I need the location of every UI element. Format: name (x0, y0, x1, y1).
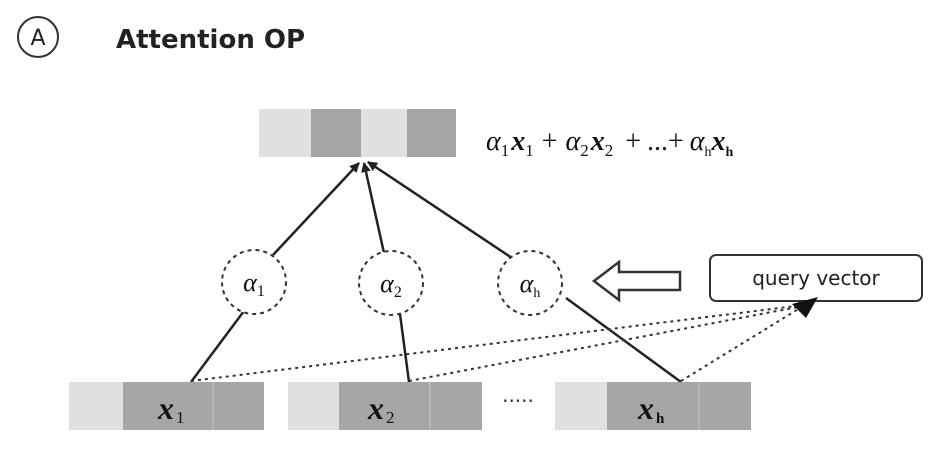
output-formula: α1x1+α2x2+...+αhxh (486, 126, 734, 160)
formula-sub: 1 (501, 141, 510, 160)
attention-weights: α1 α2 αh (221, 249, 563, 316)
query-arrowhead-icon (792, 297, 818, 318)
alphah-to-output-arrow (367, 160, 513, 260)
input-cell (607, 382, 699, 430)
alpha2-node (358, 250, 424, 316)
x-symbol: x (157, 390, 174, 426)
alpha-sub: 1 (257, 283, 265, 300)
panel-letter: A (30, 26, 45, 51)
output-vector (259, 109, 456, 157)
x-sub: 1 (176, 408, 185, 427)
formula-alpha: α (566, 126, 582, 157)
formula-plus: + (625, 126, 641, 157)
input-cell (430, 382, 482, 430)
alpha1-label: α1 (243, 268, 265, 300)
inputh-to-query-line (680, 307, 801, 382)
alpha-symbol: α (380, 269, 395, 298)
input2-to-alpha2-line (398, 313, 411, 383)
alpha-symbol: α (243, 268, 258, 297)
input-cell (213, 382, 264, 430)
panel-title: Attention OP (116, 25, 305, 55)
query-hollow-arrow-icon (591, 259, 682, 303)
output-cell (311, 109, 361, 157)
input-ellipsis: ····· (502, 389, 534, 413)
formula-x: x (590, 126, 605, 157)
query-vector-box: query vector (709, 254, 923, 302)
input-cell (339, 382, 430, 430)
input1-to-query-line (190, 305, 797, 382)
alpha-sub: 2 (394, 284, 402, 301)
formula-x: x (711, 126, 726, 157)
formula-sub: h (705, 145, 712, 160)
query-vector-rect (709, 254, 923, 302)
formula-plus: + (668, 126, 684, 157)
formula-x: x (510, 126, 525, 157)
alpha1-to-output-arrow (272, 162, 360, 256)
input1-to-alpha1-line (189, 310, 246, 383)
x-sub: 2 (386, 408, 395, 427)
alphah-node (497, 250, 563, 316)
alpha2-label: α2 (380, 269, 402, 301)
formula-plus: + (542, 126, 558, 157)
query-vector-label: query vector (752, 266, 880, 290)
x-symbol: x (637, 390, 654, 426)
x-symbol: x (367, 390, 384, 426)
alpha-symbol: α (520, 269, 535, 298)
output-cell (259, 109, 311, 157)
formula-sub: h (726, 145, 734, 160)
alphah-label: αh (520, 269, 541, 301)
formula-alpha: α (486, 126, 502, 157)
output-cell (407, 109, 456, 157)
alpha1-node (221, 249, 287, 315)
input2-to-query-line (408, 306, 799, 382)
formula-sub: 1 (525, 141, 534, 160)
panel-letter-circle (17, 16, 59, 58)
input-cell (699, 382, 751, 430)
output-cell (361, 109, 407, 157)
formula-alpha: α (690, 126, 706, 157)
formula-sub: 2 (605, 141, 614, 160)
x-sub: h (656, 411, 665, 427)
input-cell (555, 382, 607, 430)
input-cell (123, 382, 213, 430)
alpha2-to-output-arrow (361, 162, 386, 254)
query-dotted-lines (190, 305, 801, 382)
alpha-sub: h (533, 286, 540, 301)
input-cell (69, 382, 123, 430)
formula-sub: 2 (580, 141, 589, 160)
formula-dots: ... (647, 126, 668, 157)
input-cell (288, 382, 339, 430)
